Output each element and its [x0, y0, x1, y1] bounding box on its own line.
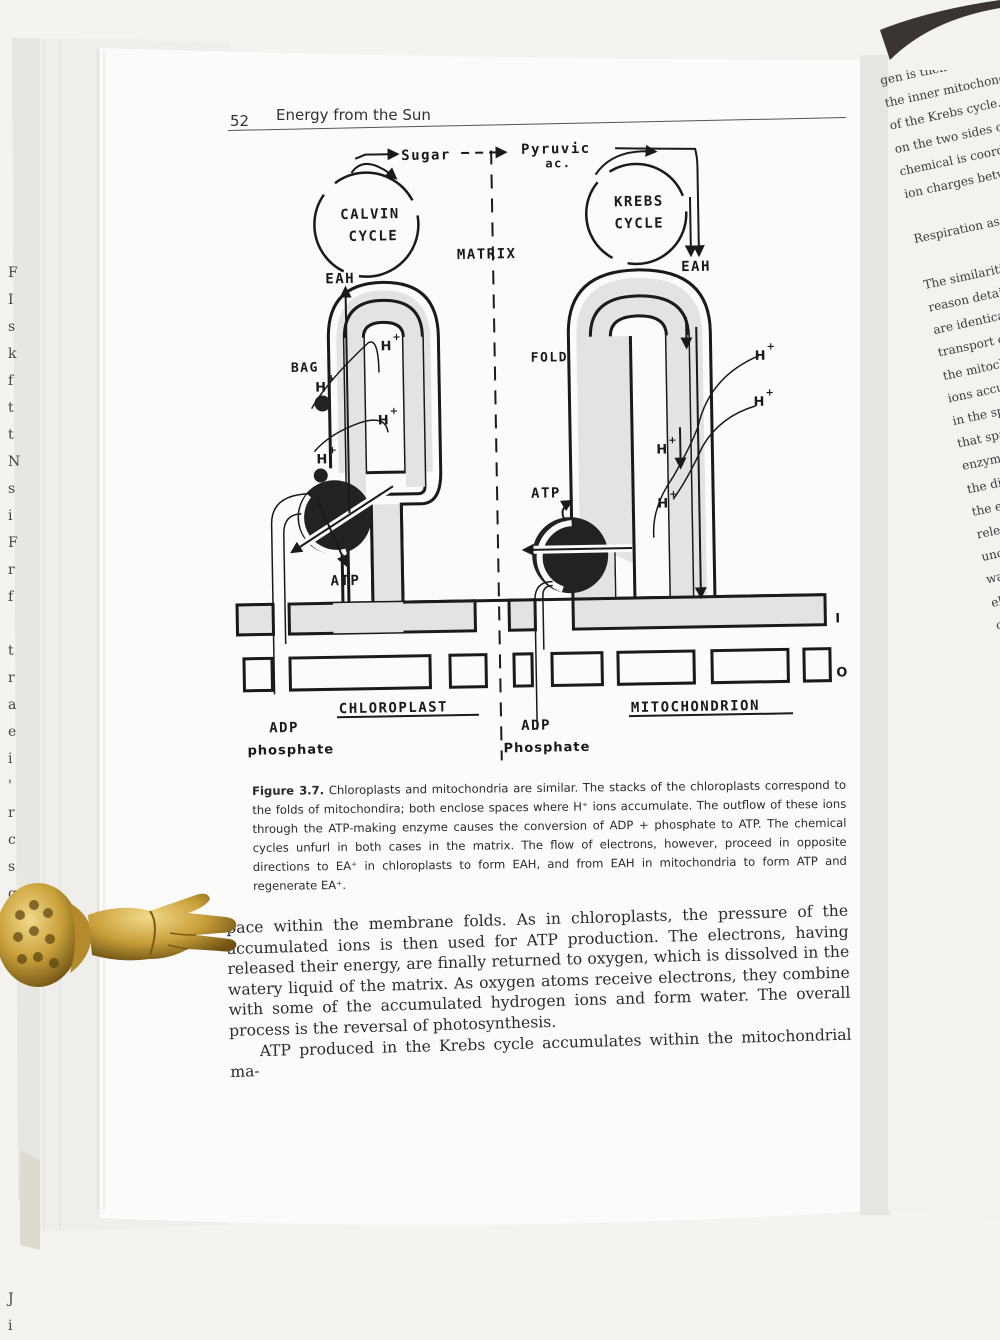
left-page-char: F	[8, 535, 18, 551]
page-number: 52	[230, 112, 250, 130]
body-text: pace within the membrane folds. As in ch…	[226, 901, 852, 1083]
left-page-char: r	[8, 670, 15, 686]
left-page-char	[8, 1043, 38, 1070]
matrix-divider	[490, 150, 503, 761]
left-page-char	[8, 1205, 38, 1232]
left-page-char: f	[8, 373, 14, 389]
left-page-char: e	[8, 724, 17, 740]
left-page-char: c	[8, 832, 16, 848]
h-ion-label: H	[656, 442, 668, 457]
h-ion-label: H	[755, 349, 767, 364]
left-page-char: k	[8, 346, 17, 362]
left-page-char: i	[8, 751, 13, 767]
left-page-char: J	[8, 1291, 14, 1307]
h-ion-plus: +	[328, 445, 338, 456]
left-page-char	[8, 1097, 38, 1124]
left-page-char	[8, 1070, 38, 1097]
label-calvin-cycle: CYCLE	[348, 228, 398, 245]
left-page-char	[8, 1259, 38, 1286]
h-ion-label: H	[315, 380, 327, 395]
label-sugar: Sugar	[401, 147, 451, 164]
left-page-char: t	[8, 643, 14, 659]
label-mitochondrion: MITOCHONDRION	[631, 698, 760, 716]
body-paragraph-1: pace within the membrane folds. As in ch…	[226, 901, 851, 1040]
left-page-char: f	[8, 589, 14, 605]
label-krebs: KREBS	[614, 193, 664, 210]
left-page-char	[8, 1232, 38, 1259]
gold-hand-clip	[0, 883, 237, 987]
right-page-text: gen is then exported to the surrothe inn…	[878, 70, 1000, 1023]
krebs-cycle-circle	[584, 162, 688, 266]
mitochondrion-atp-synthase	[532, 517, 609, 594]
h-ion-label: H	[657, 496, 669, 511]
left-page-char: i	[8, 1318, 13, 1334]
running-title: Energy from the Sun	[276, 106, 431, 124]
label-phosphate-left: phosphate	[247, 742, 334, 759]
h-ion-plus: +	[669, 489, 679, 500]
left-page-char	[8, 1178, 38, 1205]
edge-mark: O	[836, 665, 848, 680]
figure-caption-text: Chloroplasts and mitochondria are simila…	[252, 777, 847, 893]
edge-mark-2: I	[835, 611, 841, 626]
left-page-char	[8, 611, 38, 638]
left-page-char: t	[8, 400, 14, 416]
label-eah-right: EAH	[681, 259, 711, 276]
label-krebs-cycle: CYCLE	[614, 215, 664, 232]
h-ion-label: H	[380, 339, 392, 354]
label-calvin: CALVIN	[340, 206, 400, 223]
label-adp-right: ADP	[521, 718, 551, 735]
label-pyruvic: Pyruvic	[521, 141, 591, 158]
left-page-char: N	[8, 454, 21, 470]
h-ion-label: H	[378, 413, 390, 428]
label-atp-left: ATP	[330, 573, 360, 590]
label-bag: BAG	[291, 361, 319, 376]
h-ion-plus: +	[392, 332, 402, 343]
label-atp-right: ATP	[531, 485, 561, 502]
label-chloroplast: CHLOROPLAST	[339, 699, 448, 717]
h-ion-labels: H + H + H + H + H + H + H + H +	[315, 332, 776, 512]
left-page-char: I	[8, 292, 14, 308]
left-page-char: s	[8, 481, 16, 497]
figure-diagram: O I Sugar Pyruvic ac. CALVIN CYCLE KREBS…	[235, 141, 848, 761]
left-page-char	[8, 1124, 38, 1151]
left-page-char: r	[8, 562, 15, 578]
calvin-cycle-circle	[313, 171, 420, 278]
right-page: gen is then exported to the surrothe inn…	[878, 70, 1000, 1210]
left-page-char: F	[8, 265, 18, 281]
h-ion-label: H	[753, 395, 765, 410]
label-fold: FOLD	[531, 350, 569, 366]
h-ion-plus: +	[766, 342, 776, 353]
left-page-char: '	[8, 778, 12, 794]
h-ion-label: H	[316, 452, 328, 467]
h-ion-plus: +	[765, 388, 775, 399]
sugar-to-pyruvic-arrow	[461, 146, 508, 159]
figure-caption-label: Figure 3.7.	[252, 783, 325, 798]
left-page-char: a	[8, 697, 17, 713]
h-ion-plus: +	[390, 406, 400, 417]
h-ion-plus: +	[668, 435, 678, 446]
left-page-char: t	[8, 427, 14, 443]
label-adp-left: ADP	[269, 720, 299, 737]
label-pyruvic-ac: ac.	[545, 156, 571, 170]
figure-caption: Figure 3.7. Chloroplasts and mitochondri…	[252, 776, 847, 896]
left-page-char	[8, 1151, 38, 1178]
label-matrix: MATRIX	[457, 246, 517, 263]
left-page-char: s	[8, 319, 16, 335]
left-page-char: r	[8, 805, 15, 821]
label-eah-left: EAH	[325, 271, 355, 288]
label-phosphate-right: Phosphate	[503, 740, 590, 757]
left-page-char	[8, 1016, 38, 1043]
left-page-char: s	[8, 859, 16, 875]
left-page-char: i	[8, 508, 13, 524]
h-ion-plus: +	[327, 373, 337, 384]
